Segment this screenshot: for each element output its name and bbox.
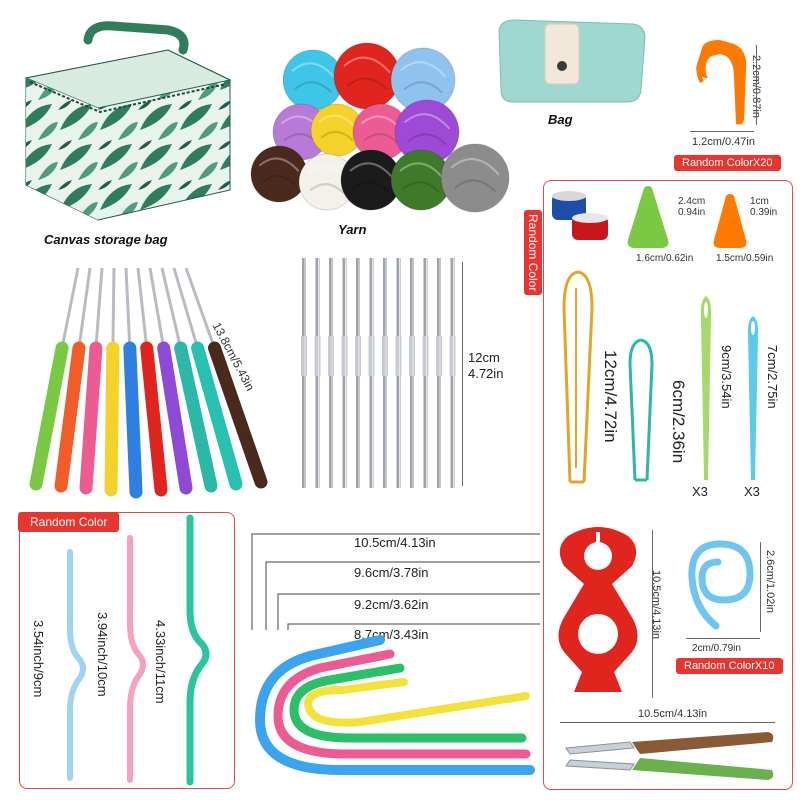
ergonomic-hook <box>29 267 80 491</box>
holder-large-label: 12cm/4.72in <box>601 350 620 443</box>
qty-green-label: X3 <box>692 484 708 499</box>
yarn-ball <box>250 145 308 203</box>
random-color-left-tag: Random Color <box>18 512 120 532</box>
steel-hook <box>328 258 334 488</box>
bag-caption: Bag <box>548 112 573 127</box>
yarn-ball <box>340 149 402 211</box>
cable-green-label: 4.33inch/11cm <box>153 620 168 704</box>
ring-height-line <box>760 542 761 632</box>
steel-hook <box>341 258 348 488</box>
ring-height-label: 2.6cm/1.02in <box>764 550 776 613</box>
right-accessories-frame <box>543 180 793 790</box>
u-needle-dimension-lines <box>251 533 540 630</box>
random-color-x10-tag: Random ColorX10 <box>676 658 783 674</box>
marker-width-label: 1.2cm/0.47in <box>692 136 755 148</box>
ergonomic-hook <box>148 267 193 495</box>
ergonomic-hook <box>104 267 120 497</box>
steel-hook <box>449 258 456 488</box>
ergonomic-hook <box>136 267 168 497</box>
green-cable-needle-image <box>186 514 210 786</box>
ergonomic-crochet-hooks-image <box>29 267 268 499</box>
ergonomic-hook <box>172 267 243 491</box>
cone-orange-height-label: 1cm 0.39in <box>750 196 778 218</box>
steel-hook <box>355 258 361 488</box>
steel-hook <box>395 258 402 488</box>
stitch-holder-small-image <box>628 338 654 482</box>
pink-cable-needle-image <box>127 535 146 783</box>
ergonomic-hook <box>123 267 143 499</box>
canvas-bag-caption: Canvas storage bag <box>44 232 168 247</box>
ring-width-label: 2cm/0.79in <box>692 643 741 654</box>
yarn-ball <box>310 103 364 157</box>
thread-snips-image <box>565 732 774 780</box>
steel-hook <box>301 258 307 488</box>
scissors-width-line <box>560 722 775 723</box>
u-needle-2-label: 9.6cm/3.78in <box>354 565 429 580</box>
cable-needles-frame <box>19 512 235 789</box>
yarn-ball <box>440 143 510 213</box>
steel-hook <box>368 258 375 488</box>
ergonomic-hook <box>160 267 218 493</box>
marker-height-line <box>756 45 757 125</box>
stitch-marker-image <box>696 40 747 125</box>
cable-pink-label: 3.94inch/10cm <box>95 612 110 697</box>
stitch-holder-large-image <box>562 270 594 484</box>
green-point-protector-image <box>627 186 669 248</box>
needle-blue-label: 7cm/2.75in <box>765 345 780 409</box>
yarn-guide-height-line <box>652 530 653 698</box>
hooks-steel-label: 12cm 4.72in <box>468 350 504 381</box>
yarn-guide-height-label: 10.5cm/4.13in <box>650 570 662 640</box>
steel-hook <box>422 258 429 488</box>
u-needle-1-label: 10.5cm/4.13in <box>354 535 436 550</box>
hooks-steel-line <box>462 262 463 486</box>
cable-blue-label: 3.54inch/9cm <box>31 620 46 698</box>
green-darning-needle-image <box>700 296 712 480</box>
canvas-storage-bag-image <box>24 21 232 221</box>
steel-hook <box>436 258 442 488</box>
needle-green-label: 9cm/3.54in <box>719 345 734 409</box>
ergonomic-hook <box>184 267 268 489</box>
yarn-balls-image <box>250 42 510 213</box>
u-needle-3-label: 9.2cm/3.62in <box>354 597 429 612</box>
ring-stitch-marker-image <box>688 540 754 630</box>
blue-cable-needle-image <box>67 549 86 781</box>
zipper-pouch-image <box>498 19 646 103</box>
yarn-caption: Yarn <box>338 222 367 237</box>
steel-hook <box>409 258 415 488</box>
yarn-ball <box>394 99 460 165</box>
blue-darning-needle-image <box>747 316 759 480</box>
random-color-x20-tag: Random ColorX20 <box>674 155 781 171</box>
row-counter-image <box>552 191 608 240</box>
u-cable-needles-image <box>254 635 535 775</box>
yarn-ball <box>333 42 401 110</box>
ergonomic-hook <box>79 267 104 495</box>
cone-green-height-label: 2.4cm 0.94in <box>678 196 706 218</box>
scissors-width-label: 10.5cm/4.13in <box>638 708 708 720</box>
steel-crochet-hooks-image <box>301 258 456 488</box>
cone-orange-width-label: 1.5cm/0.59in <box>716 253 774 264</box>
steel-hook <box>314 258 321 488</box>
holder-small-label: 6cm/2.36in <box>669 380 688 464</box>
ring-width-line <box>686 638 760 639</box>
yarn-guide-image <box>558 527 638 692</box>
marker-width-line <box>690 131 754 132</box>
yarn-ball <box>390 47 456 113</box>
steel-hook <box>382 258 388 488</box>
orange-point-protector-image <box>713 194 747 248</box>
random-color-vertical-tag: Random Color <box>524 210 542 296</box>
ergonomic-hook <box>54 267 92 493</box>
qty-blue-label: X3 <box>744 484 760 499</box>
cone-green-width-label: 1.6cm/0.62in <box>636 253 694 264</box>
